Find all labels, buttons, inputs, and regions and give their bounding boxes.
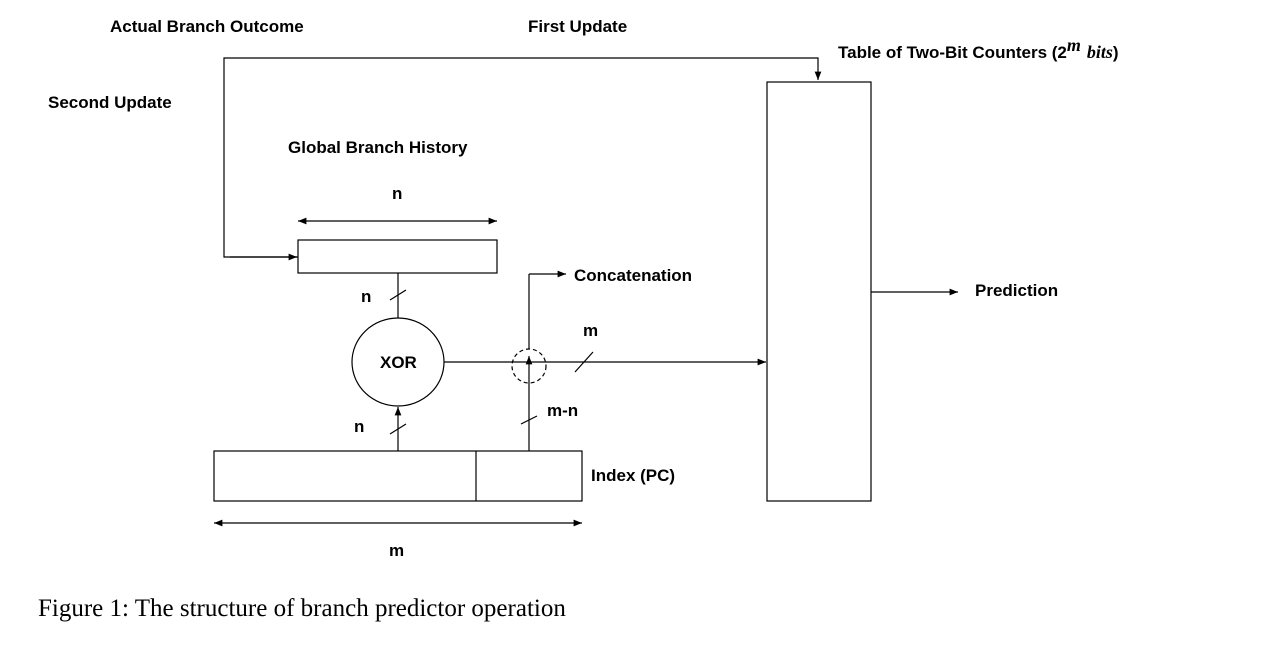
global-branch-history-label: Global Branch History bbox=[288, 138, 468, 157]
first-update-label: First Update bbox=[528, 17, 627, 36]
prediction-label: Prediction bbox=[975, 281, 1058, 300]
figure-caption: Figure 1: The structure of branch predic… bbox=[38, 595, 566, 622]
ghr-bus-slash bbox=[389, 289, 407, 301]
pc-to-xor-width-label: n bbox=[354, 417, 364, 436]
index-bus-slash bbox=[574, 351, 594, 373]
second-update-label: Second Update bbox=[48, 93, 172, 112]
ghr-to-xor-width-label: n bbox=[361, 287, 371, 306]
pc-register bbox=[213, 450, 583, 502]
counter-table bbox=[766, 81, 872, 502]
pc-width-label: m bbox=[389, 541, 404, 560]
index-pc-label: Index (PC) bbox=[591, 466, 675, 485]
update-path-line bbox=[223, 57, 822, 258]
pc-upper-bus-slash bbox=[520, 415, 538, 425]
actual-branch-outcome-label: Actual Branch Outcome bbox=[110, 17, 304, 36]
pc-bus-slash bbox=[389, 423, 407, 435]
ghr-width-label: n bbox=[392, 184, 402, 203]
pc-upper-width-label: m-n bbox=[547, 401, 578, 420]
index-width-label: m bbox=[583, 321, 598, 340]
xor-label: XOR bbox=[380, 353, 417, 372]
concatenation-label: Concatenation bbox=[574, 266, 692, 285]
global-branch-history-register bbox=[297, 239, 498, 274]
